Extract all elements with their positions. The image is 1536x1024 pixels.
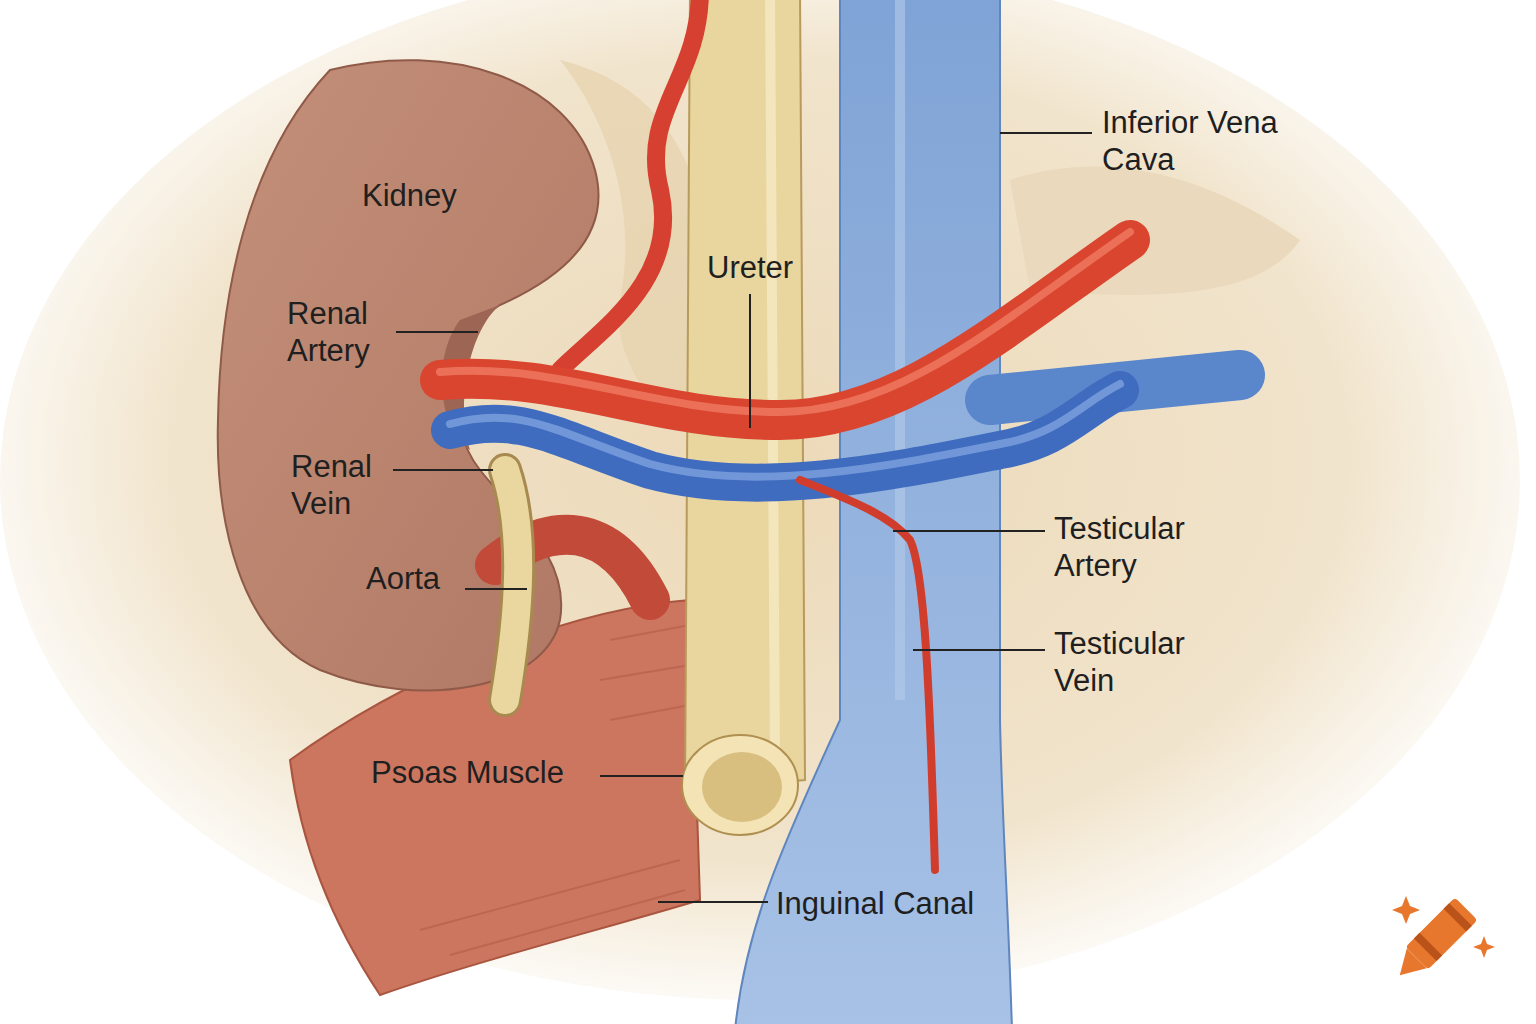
sparkle-icon (1473, 936, 1495, 958)
tissue-ground (0, 0, 1520, 1000)
leader-line (658, 901, 768, 903)
tube-highlight (770, 0, 775, 760)
sparkle-icon (1392, 896, 1420, 924)
leader-line (600, 775, 683, 777)
leader-line (893, 530, 1045, 532)
muscle-fibre (610, 625, 690, 640)
aorta-vessel (505, 470, 518, 700)
leader-line (913, 649, 1045, 651)
leader-line (396, 331, 478, 333)
part-label: Ureter (707, 250, 793, 287)
muscle-fibre (610, 705, 690, 720)
part-label: Testicular Artery (1054, 511, 1229, 584)
ureter-lumen (702, 752, 782, 822)
muscle-fibre (420, 860, 680, 930)
leader-line (749, 294, 751, 428)
part-label: Renal Artery (287, 296, 402, 369)
testicular-artery (800, 480, 935, 870)
vessel-highlight (440, 232, 1130, 412)
part-label: Kidney (362, 178, 457, 215)
aorta-outline (505, 470, 518, 700)
crayon-band (1414, 933, 1442, 961)
leader-line (393, 469, 493, 471)
leader-line (465, 588, 527, 590)
muscle-fibre (600, 665, 690, 680)
part-label: Testicular Vein (1054, 626, 1229, 699)
crayon-tip (1390, 948, 1427, 985)
part-label: Inferior Vena Cava (1102, 105, 1287, 178)
part-label: Aorta (366, 561, 440, 598)
part-label: Renal Vein (291, 449, 401, 522)
crayon-band (1444, 903, 1472, 931)
artery-branch (560, 0, 700, 370)
muscle-fibre (450, 890, 685, 955)
renal-artery (440, 240, 1130, 420)
vessel-highlight (895, 0, 905, 700)
part-label: Inguinal Canal (776, 886, 974, 923)
leader-line (1000, 132, 1092, 134)
part-label: Psoas Muscle (371, 755, 564, 792)
ureter-opening (682, 735, 798, 835)
